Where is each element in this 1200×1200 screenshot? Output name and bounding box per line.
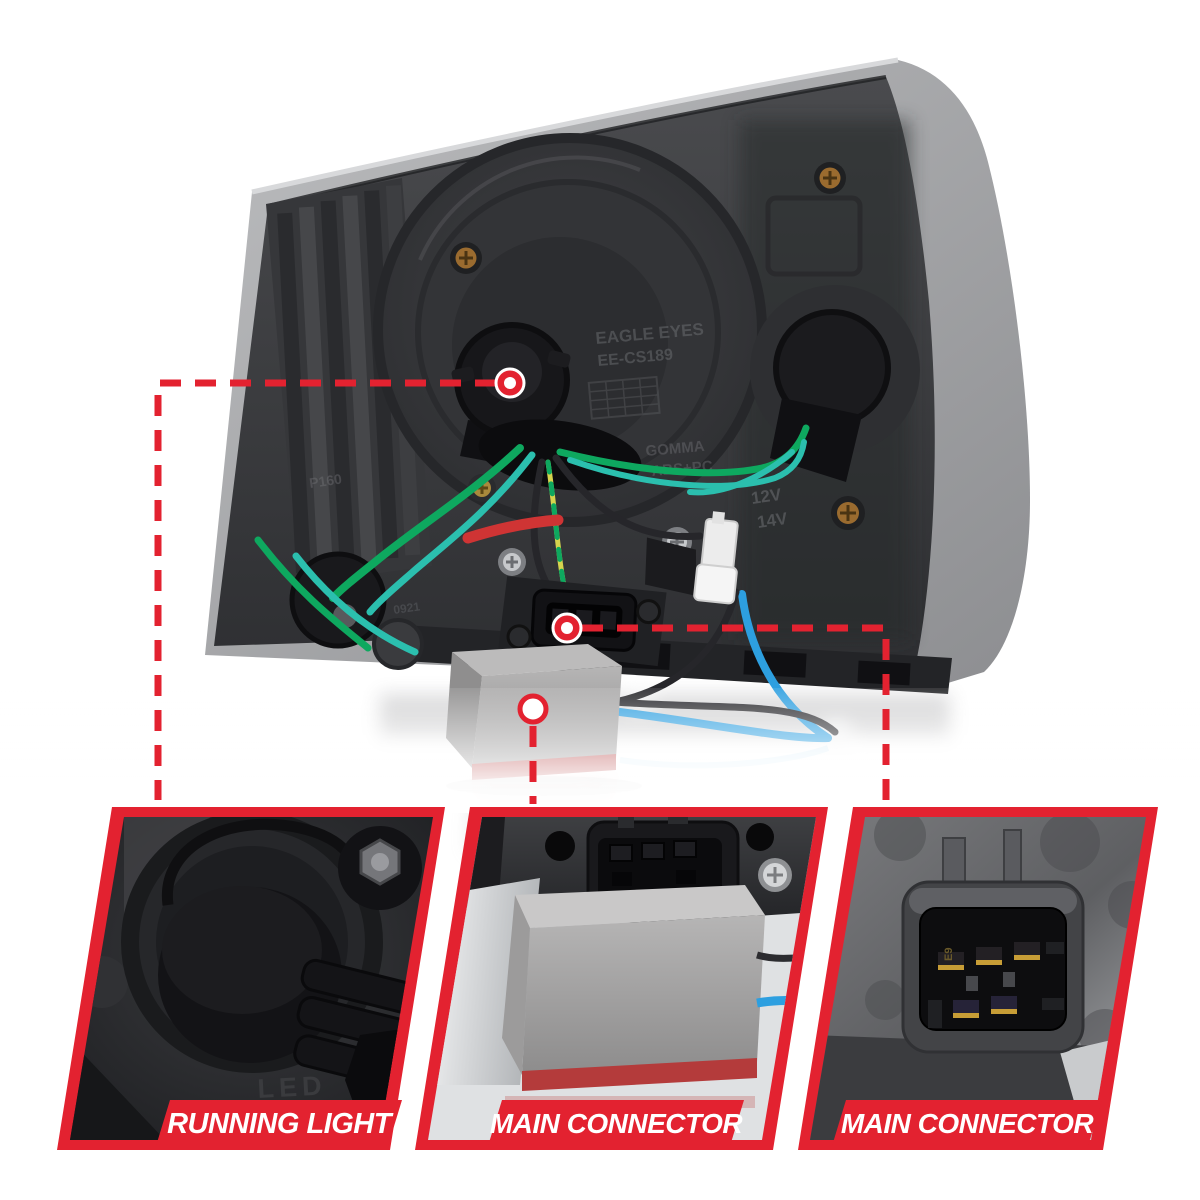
callout-line-running-light bbox=[154, 379, 496, 800]
inset-led-emboss: LED bbox=[257, 1070, 327, 1104]
emboss-part-number: EE-CS189 bbox=[597, 346, 674, 370]
emboss-mold-number: 0921 bbox=[392, 599, 421, 617]
inset-module-box bbox=[502, 885, 765, 1091]
bronze-screw bbox=[814, 162, 846, 194]
callout-line-pins bbox=[582, 624, 890, 804]
banner-main-connector-pins: MAIN CONNECTOR bbox=[832, 1100, 1102, 1146]
callout-dot-pins bbox=[551, 612, 583, 644]
gold-screw bbox=[468, 474, 496, 502]
emboss-mold-mark: P160 bbox=[308, 471, 343, 491]
emboss-voltage-2: 14V bbox=[756, 509, 789, 532]
bronze-screw bbox=[831, 496, 865, 530]
callout-dot-running-light bbox=[494, 367, 526, 399]
banner-running-light: RUNNING LIGHT bbox=[156, 1100, 402, 1146]
silver-screw bbox=[498, 548, 526, 576]
callout-dot-module bbox=[517, 693, 549, 725]
inline-connector-white bbox=[645, 511, 739, 605]
inset-pin-mark: E9 bbox=[943, 948, 955, 961]
callout-dots bbox=[494, 367, 583, 725]
secondary-socket bbox=[750, 285, 920, 482]
reflection-fade bbox=[0, 688, 1200, 813]
inset-banner-label: RUNNING LIGHT bbox=[167, 1108, 394, 1140]
inset-banner-label: MAIN CONNECTOR bbox=[490, 1108, 744, 1139]
inset-silver-screw bbox=[758, 858, 792, 892]
inset-banner-label: MAIN CONNECTOR bbox=[841, 1108, 1095, 1139]
callout-lines bbox=[154, 379, 890, 804]
emboss-voltage-1: 12V bbox=[750, 485, 783, 508]
inset-running-light: LED RUNNING LIGHT bbox=[57, 807, 445, 1150]
inset-main-connector-module: MAIN CONNECTOR bbox=[415, 807, 828, 1150]
bronze-screw bbox=[450, 242, 482, 274]
banner-main-connector-module: MAIN CONNECTOR bbox=[488, 1100, 744, 1146]
inset-main-connector-pins: E9 MAIN CONNECTOR bbox=[798, 807, 1158, 1150]
inset-connector-face: E9 bbox=[901, 829, 1085, 1054]
emboss-hatch bbox=[587, 375, 661, 420]
emboss-material-1: GOMMA bbox=[645, 438, 706, 460]
